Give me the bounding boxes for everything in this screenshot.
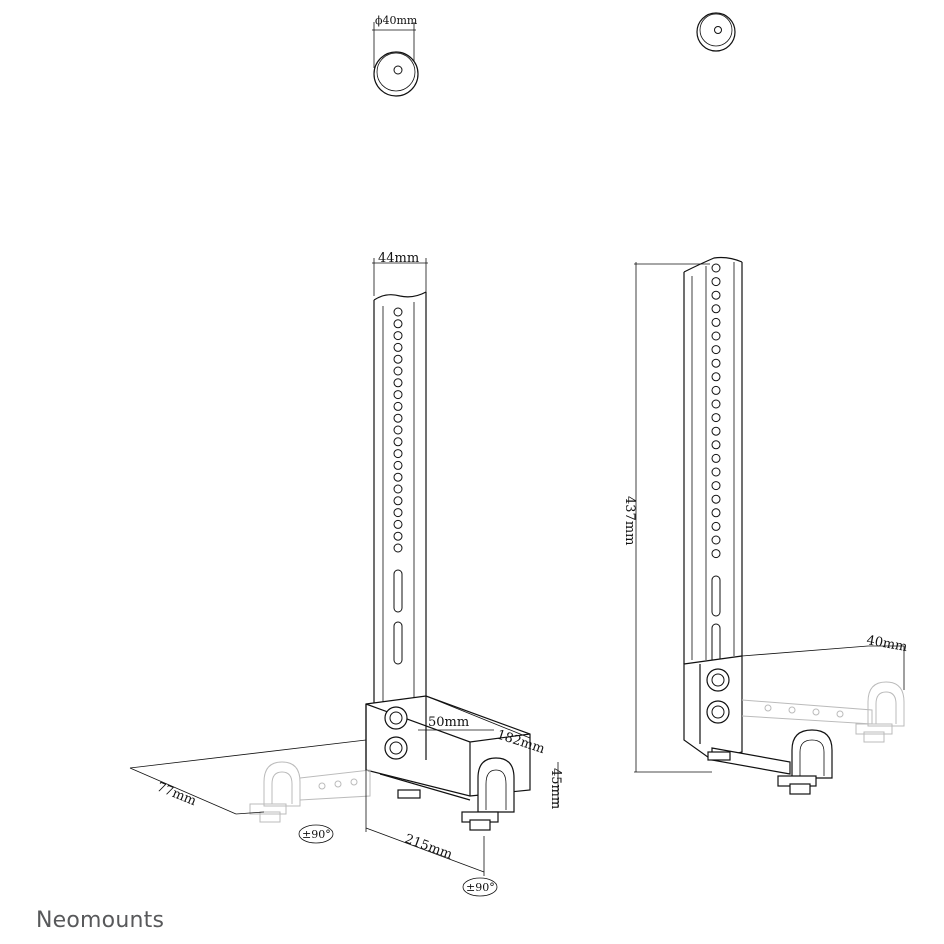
base-right: [683, 655, 833, 795]
column-hole: [711, 290, 721, 300]
base-left: [365, 695, 531, 831]
column-hole: [393, 342, 403, 352]
ghost-arm-right: [741, 681, 905, 743]
column-hole: [711, 440, 721, 450]
column-hole: [711, 549, 721, 559]
base-depth-label: 77mm: [155, 780, 199, 809]
column-hole: [711, 494, 721, 504]
bracket-offset-label: 50mm: [428, 715, 469, 730]
column-left-holes: [393, 307, 403, 553]
column-width-label: 44mm: [378, 251, 419, 266]
column-hole: [393, 496, 403, 506]
column-hole: [393, 449, 403, 459]
ghost-arm-left: [249, 761, 371, 823]
column-hole: [393, 543, 403, 553]
column-hole: [711, 453, 721, 463]
dimension-lines-left: [129, 695, 559, 876]
disc-right: [696, 12, 736, 52]
column-hole: [393, 437, 403, 447]
column-hole: [393, 401, 403, 411]
column-hole: [711, 535, 721, 545]
column-hole: [711, 263, 721, 273]
column-hole: [711, 413, 721, 423]
column-hole: [711, 399, 721, 409]
rotation-left-label: ±90°: [302, 828, 331, 841]
column-hole: [711, 331, 721, 341]
column-hole: [711, 385, 721, 395]
column-hole: [393, 508, 403, 518]
column-hole: [393, 472, 403, 482]
column-hole: [711, 508, 721, 518]
column-hole: [393, 531, 403, 541]
column-right-holes: [711, 263, 721, 559]
column-hole: [711, 426, 721, 436]
clamp-width-label: 40mm: [865, 633, 908, 655]
brand-logo: Neomounts: [36, 908, 165, 933]
column-hole: [711, 304, 721, 314]
column-hole: [711, 481, 721, 491]
height-label: 437mm: [622, 496, 637, 545]
column-hole: [711, 467, 721, 477]
column-left: [372, 258, 428, 712]
column-hole: [393, 425, 403, 435]
column-hole: [393, 331, 403, 341]
column-hole: [711, 345, 721, 355]
column-hole: [711, 372, 721, 382]
base-height-label: 45mm: [548, 768, 563, 809]
disc-left: [372, 22, 419, 97]
column-hole: [711, 358, 721, 368]
column-hole: [393, 460, 403, 470]
column-hole: [393, 390, 403, 400]
column-hole: [393, 413, 403, 423]
column-hole: [393, 484, 403, 494]
rotation-bottom-label: ±90°: [466, 881, 495, 894]
column-hole: [393, 319, 403, 329]
column-hole: [711, 277, 721, 287]
column-hole: [393, 307, 403, 317]
disc-diameter-label: ϕ40mm: [375, 14, 418, 27]
column-hole: [393, 354, 403, 364]
column-hole: [393, 519, 403, 529]
column-hole: [393, 378, 403, 388]
column-hole: [393, 366, 403, 376]
column-hole: [711, 317, 721, 327]
column-hole: [711, 521, 721, 531]
arm-length-label: 215mm: [403, 832, 455, 863]
dimension-lines-right: [741, 645, 905, 690]
